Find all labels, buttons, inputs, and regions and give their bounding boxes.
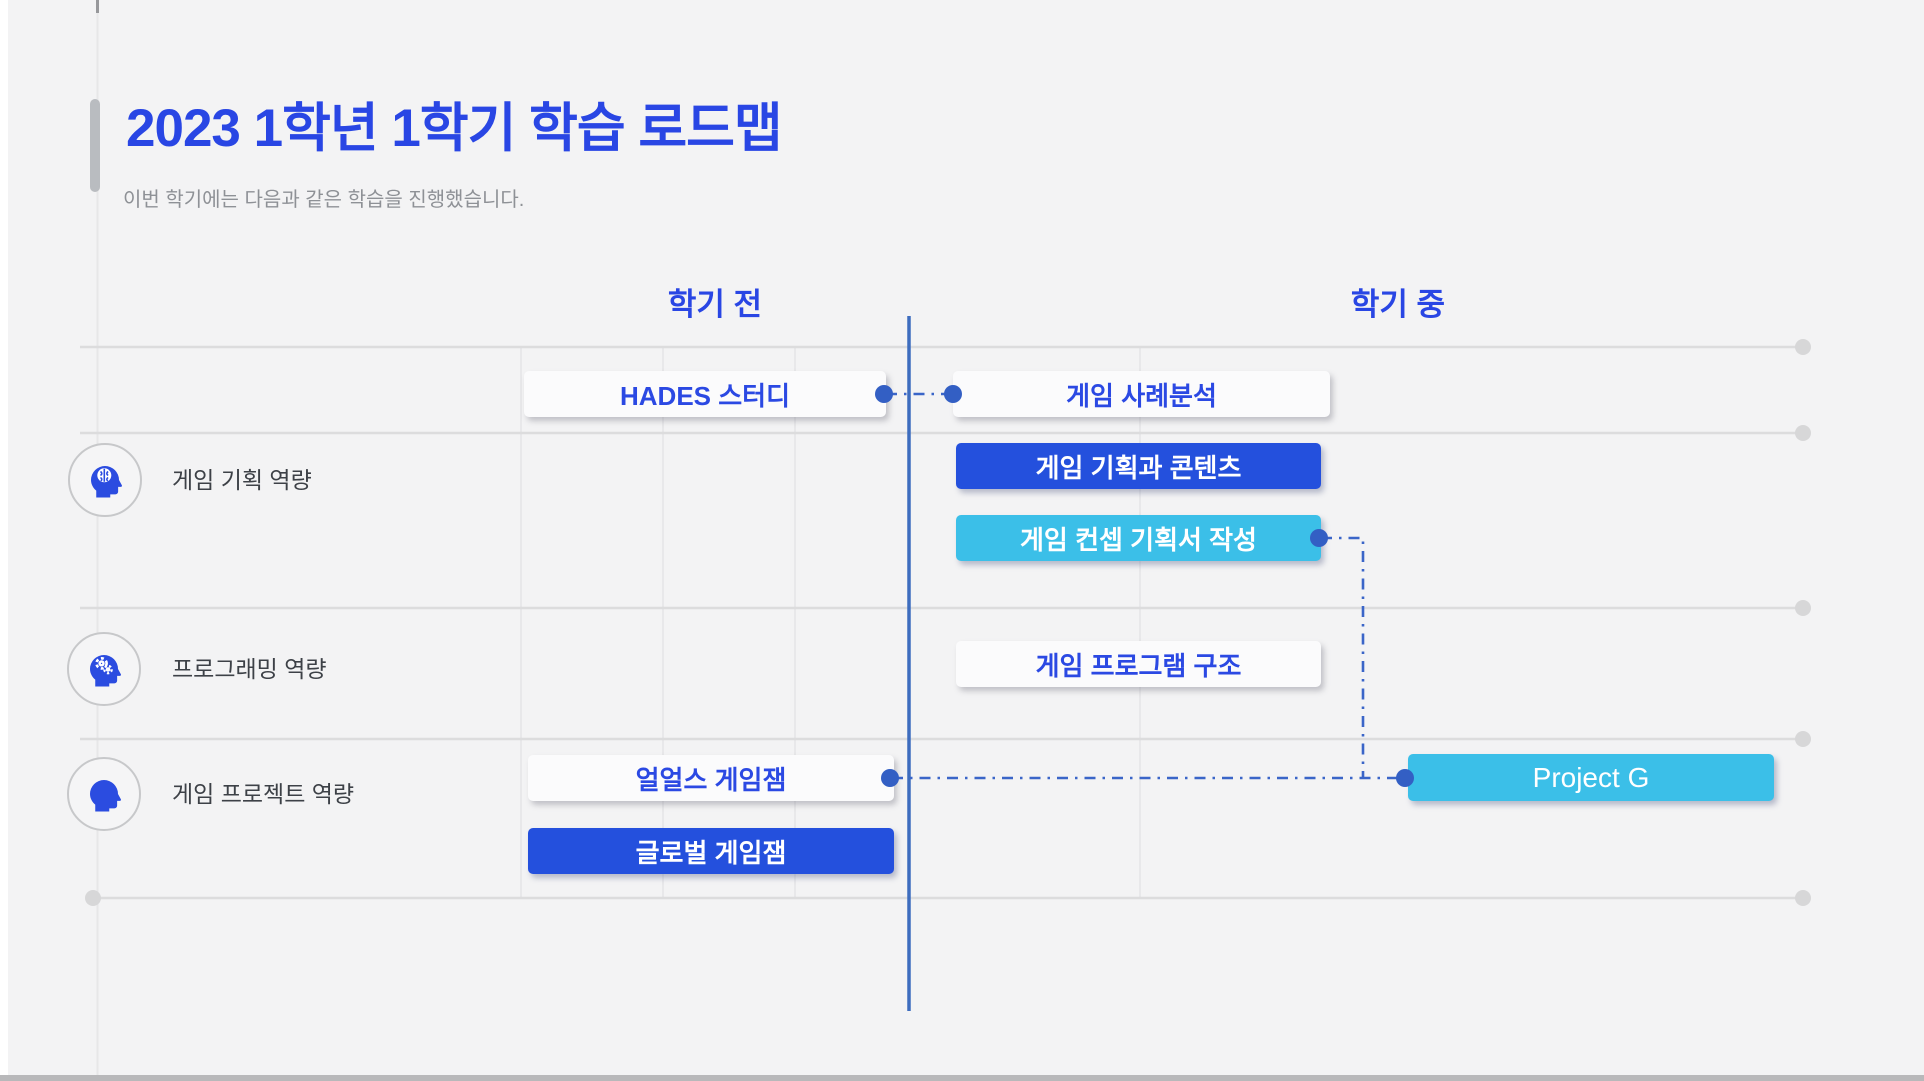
task-bar-case-analysis: 게임 사례분석	[953, 371, 1330, 417]
gridline-end-dots	[85, 339, 1811, 906]
task-bar-program-structure: 게임 프로그램 구조	[956, 641, 1321, 687]
row-label-game-planning: 게임 기획 역량	[172, 467, 312, 493]
row-icon-game-project	[67, 757, 141, 831]
task-bar-earls-gamejam: 얼얼스 게임잼	[528, 755, 894, 801]
column-header-before-semester: 학기 전	[667, 287, 763, 322]
task-bar-project-g: Project G	[1408, 754, 1774, 801]
row-label-game-project: 게임 프로젝트 역량	[172, 781, 355, 807]
page-title: 2023 1학년 1학기 학습 로드맵	[126, 99, 783, 158]
row-icon-programming	[67, 632, 141, 706]
connector-concept-to-project-g	[1321, 536, 1365, 778]
slide-bottom-edge	[0, 1075, 1924, 1081]
task-bar-global-gamejam: 글로벌 게임잼	[528, 828, 894, 874]
page-subtitle: 이번 학기에는 다음과 같은 학습을 진행했습니다.	[123, 189, 525, 211]
task-bar-hades-study: HADES 스터디	[524, 371, 886, 417]
horizontal-gridlines	[80, 345, 1803, 900]
task-bar-concept-document: 게임 컨셉 기획서 작성	[956, 515, 1321, 561]
row-label-programming: 프로그래밍 역량	[172, 656, 327, 682]
vertical-gridlines	[520, 347, 1141, 898]
task-bar-planning-content: 게임 기획과 콘텐츠	[956, 443, 1321, 489]
head-icon	[90, 780, 121, 812]
head-brain-icon	[91, 466, 122, 498]
head-gears-icon	[90, 655, 121, 687]
slide-left-edge	[0, 0, 8, 1081]
row-icon-game-planning	[68, 443, 142, 517]
title-accent-bar	[90, 99, 100, 192]
column-header-during-semester: 학기 중	[1350, 287, 1446, 322]
